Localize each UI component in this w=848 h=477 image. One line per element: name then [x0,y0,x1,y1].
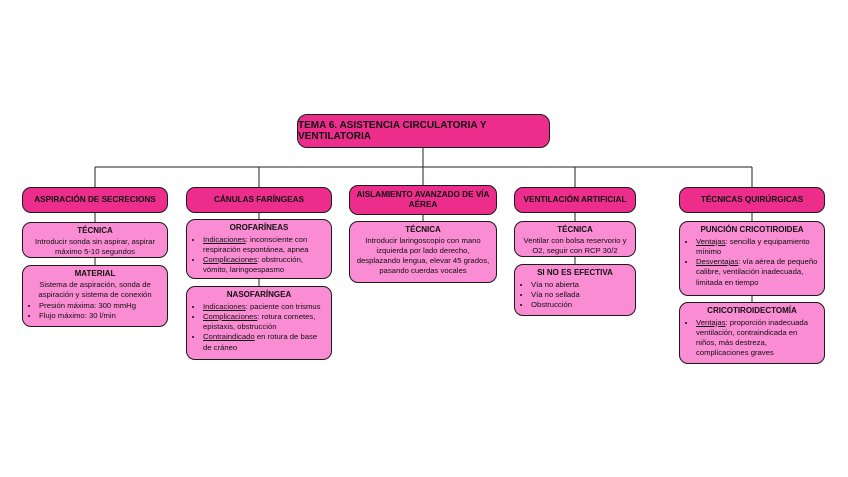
column-header-ventilacion: VENTILACIÓN ARTIFICIAL [514,187,636,213]
term-text: en rotura de base de cráneo [203,332,318,352]
term-text: : sencilla y equipamiento mínimo [696,236,810,256]
card-list: Presión máxima: 300 mmHg Flujo máximo: 3… [29,301,161,321]
main-title: TEMA 6. ASISTENCIA CIRCULATORIA Y VENTIL… [297,114,550,148]
card-title: MATERIAL [74,269,116,278]
card-orofaringeas: OROFARÍNEAS Indicaciones: inconsciente c… [186,219,332,279]
list-item: Presión máxima: 300 mmHg [39,301,161,311]
list-item: Vía no sellada [531,290,629,300]
column-header-aislamiento: AISLAMIENTO AVANZADO DE VÍA AÉREA [349,185,497,215]
card-aspiracion-material: MATERIAL Sistema de aspiración, sonda de… [22,265,168,327]
list-item: Contraindicado en rotura de base de crán… [203,332,325,352]
term-text: : inconsciente con respiración espontáne… [203,234,309,254]
card-list: Indicaciones: inconsciente con respiraci… [193,235,325,276]
column-header-aspiracion: ASPIRACIÓN DE SECRECIONS [22,187,168,213]
card-list: Vía no abierta Vía no sellada Obstrucció… [521,280,629,311]
card-title: TÉCNICA [77,226,113,235]
term-label: Contraindicado [203,332,255,342]
card-text: Sistema de aspiración, sonda de aspiraci… [38,279,152,299]
card-list: Indicaciones: paciente con trismus Compl… [193,302,325,353]
term-label: Indicaciones [203,301,246,311]
list-item: Flujo máximo: 30 l/min [39,311,161,321]
card-list: Ventajas: sencilla y equipamiento mínimo… [686,237,818,288]
term-label: Complicaciones [203,311,258,321]
term-text: : rotura cornetes, epistaxis, obstrucció… [203,311,316,332]
term-text: : obstrucción, vómito, laringoespasmo [203,255,303,275]
card-title: SI NO ES EFECTIVA [537,268,613,277]
card-title: OROFARÍNEAS [229,223,289,232]
card-ventilacion-tecnica: TÉCNICA Ventilar con bolsa reservorio y … [514,221,636,257]
card-puncion-cricotiroidea: PUNCIÓN CRICOTIROIDEA Ventajas: sencilla… [679,221,825,296]
list-item: Ventajas: sencilla y equipamiento mínimo [696,237,818,257]
card-title: NASOFARÍNGEA [226,290,292,299]
term-text: : vía aérea de pequeño calibre, ventilac… [696,257,818,287]
list-item: Obstrucción [531,300,629,310]
card-list: Ventajas: proporción inadecuada ventilac… [686,318,818,359]
term-label: Indicaciones [203,234,246,244]
card-title: CRICOTIROIDECTOMÍA [707,306,797,315]
term-text: : proporción inadecuada ventilación, con… [696,317,808,358]
list-item: Indicaciones: paciente con trismus [203,302,325,312]
column-header-quirurgicas: TÉCNICAS QUIRÚRGICAS [679,187,825,213]
column-header-canulas: CÁNULAS FARÍNGEAS [186,187,332,213]
term-label: Ventajas [696,317,726,327]
card-cricotiroidectomia: CRICOTIROIDECTOMÍA Ventajas: proporción … [679,302,825,364]
list-item: Vía no abierta [531,280,629,290]
card-title: TÉCNICA [557,225,593,234]
card-nasofaringea: NASOFARÍNGEA Indicaciones: paciente con … [186,286,332,360]
card-text: Ventilar con bolsa reservorio y O2, segu… [523,235,627,255]
list-item: Desventajas: vía aérea de pequeño calibr… [696,257,818,288]
term-label: Complicaciones [203,255,258,265]
card-text: Introducir laringoscopio con mano izquie… [356,235,490,276]
term-label: Ventajas [696,236,726,246]
term-text: : paciente con trismus [245,301,321,311]
list-item: Ventajas: proporción inadecuada ventilac… [696,318,818,359]
card-aspiracion-tecnica: TÉCNICA Introducir sonda sin aspirar, as… [22,222,168,258]
list-item: Indicaciones: inconsciente con respiraci… [203,235,325,255]
term-label: Desventajas [696,257,739,267]
card-aislamiento-tecnica: TÉCNICA Introducir laringoscopio con man… [349,221,497,283]
card-text: Introducir sonda sin aspirar, aspirar má… [34,236,156,256]
card-title: PUNCIÓN CRICOTIROIDEA [700,225,804,234]
card-title: TÉCNICA [405,225,441,234]
card-si-no-es-efectiva: SI NO ES EFECTIVA Vía no abierta Vía no … [514,264,636,316]
list-item: Complicaciones: rotura cornetes, epistax… [203,312,325,332]
list-item: Complicaciones: obstrucción, vómito, lar… [203,255,325,275]
